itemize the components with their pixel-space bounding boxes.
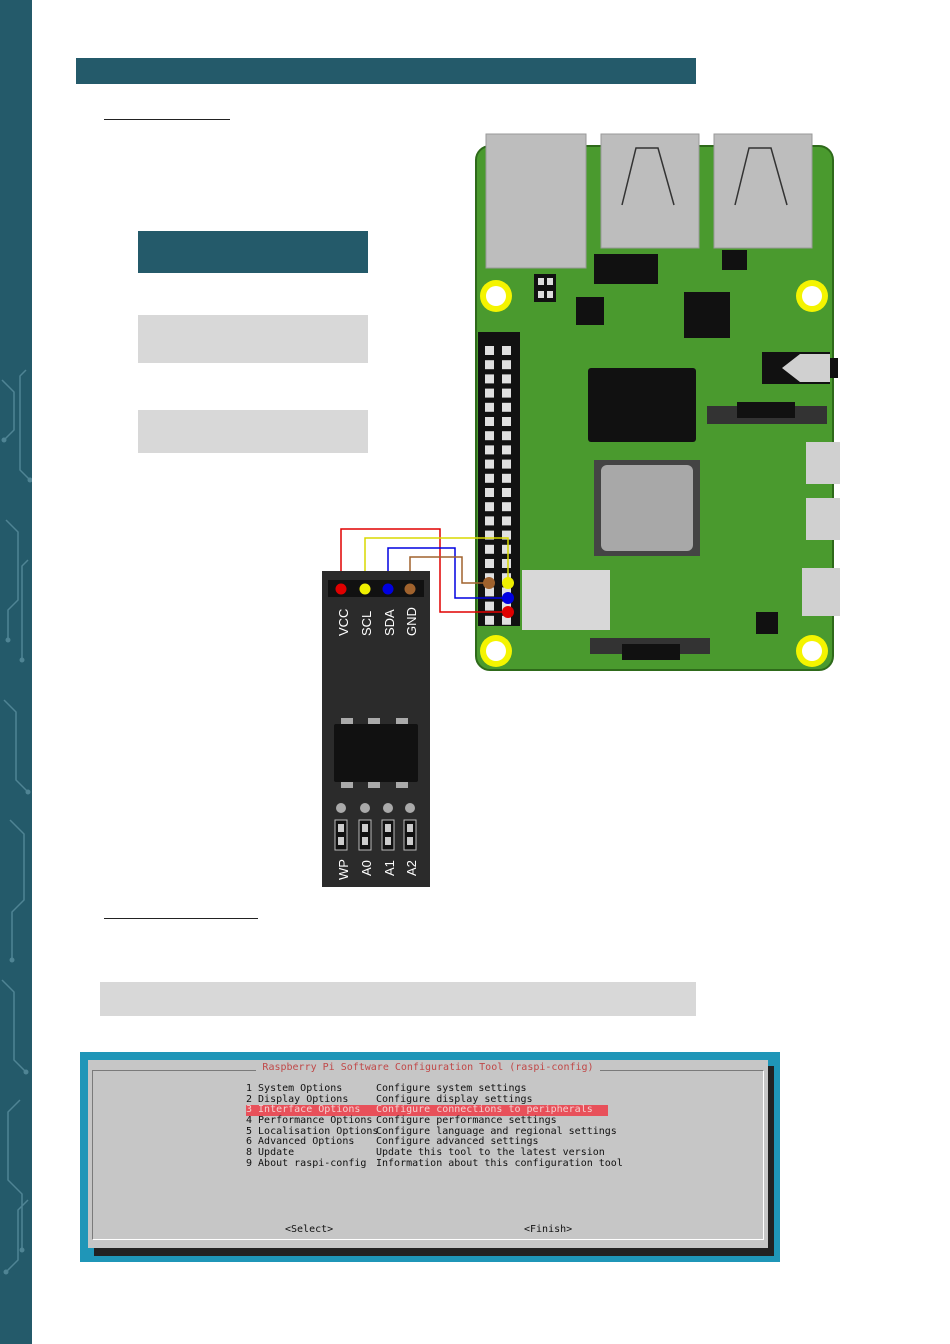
menu-item-label: 6 Advanced Options — [246, 1136, 355, 1148]
section-header-band — [76, 58, 696, 84]
gpio-pin — [485, 431, 494, 441]
menu-item-description: Configure performance settings — [376, 1115, 557, 1127]
gpio-pin — [502, 544, 511, 554]
pin-label-a0: A0 — [359, 860, 374, 876]
menu-item-description: Update this tool to the latest version — [376, 1147, 605, 1159]
menu-item-description: Configure system settings — [376, 1083, 527, 1094]
gpio-pin — [502, 374, 511, 384]
menu-item[interactable]: 6 Advanced Options Configure advanced set… — [246, 1137, 608, 1148]
gpio-pin — [485, 402, 494, 412]
menu-item[interactable]: 8 Update Update this tool to the latest v… — [246, 1147, 608, 1159]
pin-label-a1: A1 — [382, 860, 397, 876]
menu-item-label: 4 Performance Options — [246, 1115, 373, 1127]
menu-item-description: Configure display settings — [376, 1093, 533, 1105]
gpio-pin — [485, 502, 494, 512]
gpio-pin — [485, 530, 494, 540]
gpio-pin — [485, 346, 494, 355]
gpio-pin — [485, 388, 494, 398]
raspi-config-dialog: Raspberry Pi Software Configuration Tool… — [88, 1060, 768, 1248]
menu-item-label: 5 Localisation Options — [246, 1125, 379, 1137]
info-box — [138, 315, 368, 363]
heading-underline — [104, 918, 258, 919]
gpio-pin — [502, 559, 511, 568]
pin-label-a2: A2 — [404, 860, 419, 876]
menu-item-description: Configure language and regional settings — [376, 1125, 617, 1137]
pin-label-scl: SCL — [359, 611, 374, 636]
gpio-pin — [502, 346, 511, 355]
gpio-pin — [502, 601, 511, 611]
gpio-pin — [502, 402, 511, 412]
menu-item-description: Information about this configuration too… — [376, 1157, 623, 1169]
gpio-pin — [502, 502, 511, 512]
gpio-pin — [485, 445, 494, 455]
pin-label-vcc: VCC — [336, 609, 351, 636]
decorative-sidebar — [0, 0, 32, 1344]
wiring-diagram: VCC SCL SDA GND WP A0 A1 A2 — [322, 133, 840, 887]
gpio-pin — [485, 544, 494, 554]
raspi-config-terminal: Raspberry Pi Software Configuration Tool… — [80, 1052, 780, 1262]
gpio-pin — [485, 587, 494, 597]
gpio-pin — [485, 473, 494, 483]
gpio-pin — [502, 615, 511, 625]
gpio-pin — [502, 587, 511, 597]
gpio-pin — [485, 374, 494, 384]
menu-item[interactable]: 1 System Options Configure system setting… — [246, 1083, 608, 1095]
gpio-pin — [502, 488, 511, 497]
menu-item-description: Configure advanced settings — [376, 1136, 539, 1148]
gpio-pin — [485, 488, 494, 497]
info-box — [138, 410, 368, 453]
gpio-pin — [485, 615, 494, 625]
gpio-pin — [485, 360, 494, 370]
info-box-header — [138, 231, 368, 273]
menu-item[interactable]: 3 Interface Options Configure connections… — [246, 1104, 608, 1117]
menu-item-label: 1 System Options — [246, 1083, 343, 1094]
menu-item-label: 3 Interface Options — [246, 1104, 361, 1116]
menu-item-description: Configure connections to peripherals — [376, 1104, 593, 1116]
gpio-pin — [502, 516, 511, 526]
gpio-pin — [502, 360, 511, 370]
pin-label-gnd: GND — [404, 607, 419, 636]
gpio-pin — [485, 459, 494, 469]
gpio-pin — [485, 559, 494, 568]
raspberry-pi-board-icon — [475, 133, 840, 671]
gpio-pin — [502, 445, 511, 455]
select-button[interactable]: <Select> — [285, 1224, 334, 1235]
gpio-pin — [485, 601, 494, 611]
menu-item[interactable]: 2 Display Options Configure display setti… — [246, 1093, 608, 1106]
heading-underline — [104, 119, 230, 120]
i2c-wires — [340, 528, 509, 613]
gpio-pin — [502, 417, 511, 426]
gpio-pin — [485, 417, 494, 426]
circuit-pattern-icon — [1, 369, 32, 1275]
gpio-pin — [485, 516, 494, 526]
eeprom-module-icon: VCC SCL SDA GND WP A0 A1 A2 — [322, 571, 430, 887]
dialog-title: Raspberry Pi Software Configuration Tool… — [88, 1062, 768, 1074]
gpio-pin — [502, 459, 511, 469]
pin-label-sda: SDA — [382, 609, 397, 636]
gpio-pin — [502, 530, 511, 540]
dialog-title-text: Raspberry Pi Software Configuration Tool… — [256, 1062, 600, 1073]
finish-button[interactable]: <Finish> — [524, 1224, 573, 1235]
menu-item-label: 9 About raspi-config — [246, 1157, 367, 1169]
options-menu: 1 System Options Configure system setting… — [246, 1083, 623, 1170]
command-bar — [100, 982, 696, 1016]
menu-item-label: 8 Update — [246, 1147, 295, 1159]
menu-item-label: 2 Display Options — [246, 1093, 349, 1105]
gpio-pin — [502, 388, 511, 398]
pin-label-wp: WP — [336, 859, 351, 880]
gpio-pin — [502, 431, 511, 441]
gpio-pin — [502, 473, 511, 483]
menu-item[interactable]: 9 About raspi-config Information about th… — [246, 1157, 623, 1170]
